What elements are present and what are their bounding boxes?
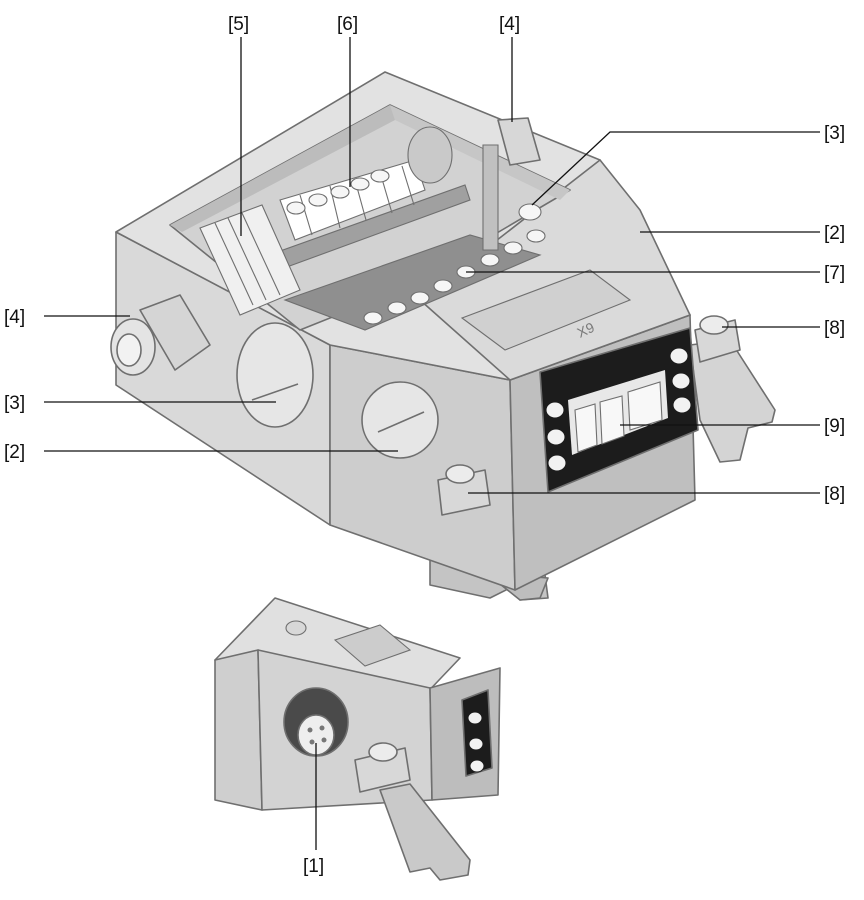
callout-9: [9]	[824, 416, 845, 437]
blanking-plug	[237, 323, 313, 427]
callout-7: [7]	[824, 263, 845, 284]
callout-8-right: [8]	[824, 318, 845, 339]
lower-housing	[215, 598, 500, 880]
callout-8-lower: [8]	[824, 484, 845, 505]
callout-3-left: [3]	[4, 393, 25, 414]
callout-2-right: [2]	[824, 223, 845, 244]
upper-housing: X9	[111, 72, 775, 600]
callout-5: [5]	[228, 14, 249, 35]
callout-1: [1]	[303, 856, 324, 877]
callout-2-left: [2]	[4, 442, 25, 463]
screw-plug	[362, 382, 438, 458]
callout-4-left: [4]	[4, 307, 25, 328]
housing-front-face	[330, 345, 515, 590]
callout-3-right: [3]	[824, 123, 845, 144]
callout-6: [6]	[337, 14, 358, 35]
callout-4-top: [4]	[499, 14, 520, 35]
